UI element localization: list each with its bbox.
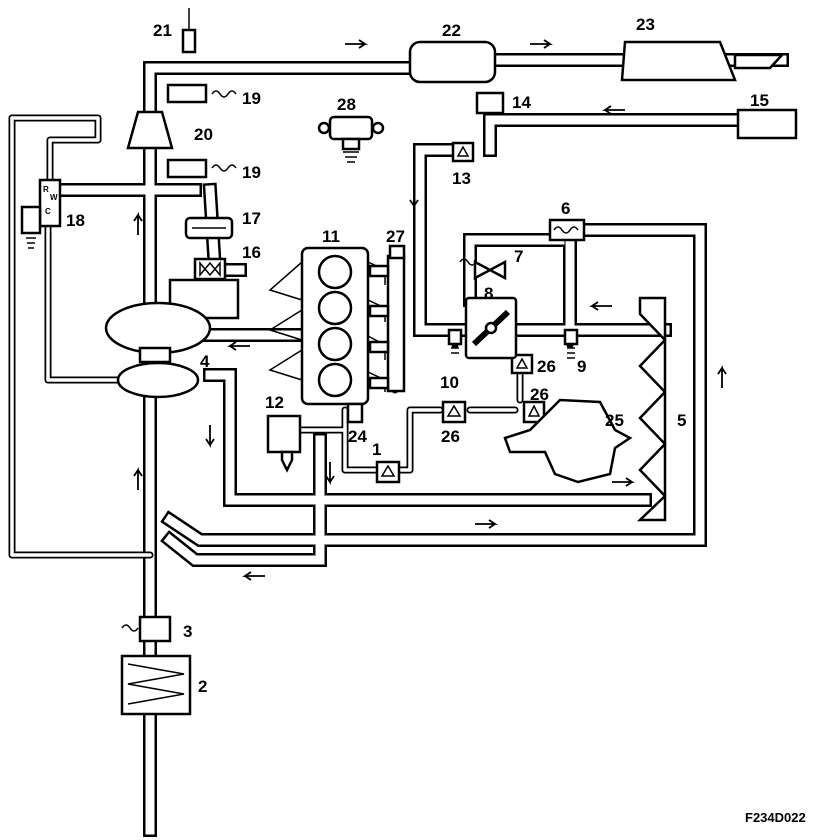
fuel-pressure-regulator <box>266 414 302 473</box>
figure-reference: F234D022 <box>745 810 806 825</box>
callout-4: 4 <box>200 352 210 371</box>
intake-manifold <box>368 254 406 393</box>
callout-16: 16 <box>242 243 261 262</box>
callout-21: 21 <box>153 21 172 40</box>
wastegate-actuator <box>184 216 234 240</box>
callout-12: 12 <box>265 393 284 412</box>
callout-14: 14 <box>512 93 531 112</box>
callout-23: 23 <box>636 15 655 34</box>
callout-18: 18 <box>66 211 85 230</box>
oxygen-sensor <box>181 8 197 54</box>
callout-22: 22 <box>442 21 461 40</box>
solenoid-port-w: W <box>50 193 58 202</box>
bypass-valve-housing <box>126 110 174 150</box>
callout-3: 3 <box>183 622 192 641</box>
idle-air-valve <box>459 258 507 281</box>
check-valve-26c <box>522 400 546 424</box>
check-valve-13 <box>451 141 475 163</box>
temp-sensor-9 <box>563 328 579 359</box>
callout-26c: 26 <box>530 385 549 404</box>
flow-arrows <box>133 39 727 581</box>
wastegate-valve <box>193 257 227 281</box>
callout-19-lower: 19 <box>242 163 261 182</box>
callout-7: 7 <box>514 247 523 266</box>
temperature-sensor-lower <box>166 158 237 179</box>
callout-26b: 26 <box>441 427 460 446</box>
pressure-sensor <box>317 115 385 163</box>
sensor-10 <box>447 328 463 354</box>
catalytic-converter <box>408 40 497 84</box>
callout-20: 20 <box>194 125 213 144</box>
callout-17: 17 <box>242 209 261 228</box>
callout-27: 27 <box>386 227 405 246</box>
check-valve-26a <box>510 353 534 375</box>
callout-11: 11 <box>322 227 340 246</box>
check-valve-26b <box>441 400 467 424</box>
solenoid-port-c: C <box>45 207 51 216</box>
callout-labels: 1 2 3 4 5 6 7 8 9 10 11 12 13 14 15 16 1… <box>66 15 769 696</box>
brake-booster <box>503 398 633 484</box>
fuel-rail-sensor <box>388 244 406 260</box>
callout-28: 28 <box>337 95 356 114</box>
engine-block <box>268 246 386 406</box>
callout-9: 9 <box>577 357 586 376</box>
air-mass-meter <box>121 615 172 643</box>
callout-8: 8 <box>484 284 493 303</box>
boost-control-solenoid: R W C <box>20 178 62 249</box>
temperature-sensor-upper <box>166 83 237 104</box>
callout-26a: 26 <box>537 357 556 376</box>
callout-2: 2 <box>198 677 207 696</box>
callout-5: 5 <box>677 411 686 430</box>
sensor-14 <box>475 91 505 115</box>
throttle-body <box>464 296 518 360</box>
callout-6: 6 <box>561 199 570 218</box>
air-filter <box>736 108 798 140</box>
callout-15: 15 <box>750 91 769 110</box>
muffler <box>620 40 785 82</box>
air-filter-element <box>120 654 192 716</box>
callout-1: 1 <box>372 440 381 459</box>
diverter-valve <box>548 218 586 242</box>
turbocharger <box>104 278 240 399</box>
engine-sensor-24 <box>346 402 364 424</box>
callout-19-upper: 19 <box>242 89 261 108</box>
callout-10: 10 <box>440 373 459 392</box>
callout-24: 24 <box>348 427 367 446</box>
solenoid-port-r: R <box>43 185 49 194</box>
intercooler <box>636 296 667 522</box>
callout-13: 13 <box>452 169 471 188</box>
check-valve-1 <box>375 460 401 484</box>
callout-25: 25 <box>605 411 624 430</box>
